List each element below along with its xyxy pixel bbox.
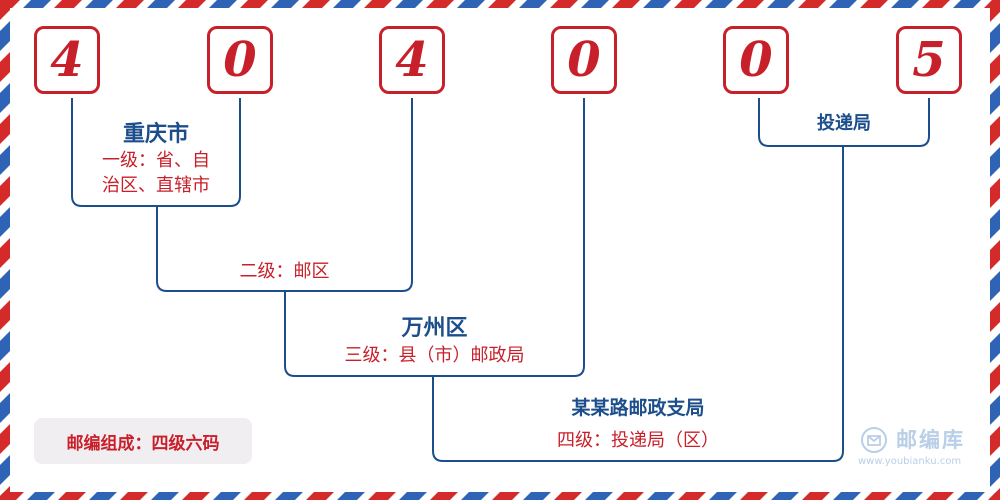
level1-desc-line1: 一级：省、自 — [102, 150, 210, 171]
digit-3: 4 — [395, 32, 429, 88]
composition-caption: 邮编组成：四级六码 — [34, 418, 252, 464]
watermark-logo: 邮编库 www.youbianku.com — [858, 424, 988, 470]
level1-desc-line2: 治区、直辖市 — [102, 175, 210, 196]
digit-4: 0 — [567, 32, 601, 88]
digit-box-6: 5 — [896, 26, 962, 94]
digit-5: 0 — [739, 32, 773, 88]
digit-box-1: 4 — [34, 26, 100, 94]
level4-name: 某某路邮政支局 — [571, 397, 705, 419]
digit-6: 5 — [912, 32, 946, 88]
digit-box-4: 0 — [551, 26, 617, 94]
watermark-text: 邮编库 — [896, 428, 965, 452]
digit-box-3: 4 — [379, 26, 445, 94]
level2-desc: 二级：邮区 — [239, 261, 330, 282]
digit-box-2: 0 — [207, 26, 273, 94]
level4-desc: 四级：投递局（区） — [557, 430, 719, 451]
digit-1: 4 — [50, 32, 84, 88]
level3-name: 万州区 — [401, 315, 468, 341]
delivery-name: 投递局 — [817, 113, 871, 134]
level3-desc: 三级：县（市）邮政局 — [344, 345, 525, 366]
digit-box-5: 0 — [723, 26, 789, 94]
mail-envelope-icon — [861, 427, 887, 453]
watermark-url: www.youbianku.com — [858, 456, 962, 467]
level1-name: 重庆市 — [122, 121, 189, 147]
digit-2: 0 — [223, 32, 257, 88]
